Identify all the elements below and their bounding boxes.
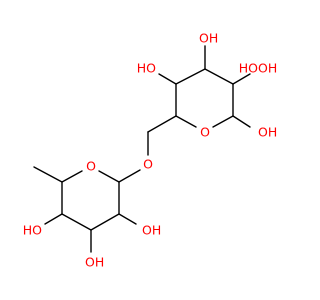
atom-labels-layer: HO OH HO OH O OH O O HO OH OH bbox=[23, 31, 278, 270]
bond-c-c bbox=[61, 213, 92, 231]
bond-c-o bbox=[212, 115, 234, 128]
bond-o-c bbox=[175, 115, 197, 128]
bond-c-oh bbox=[118, 213, 137, 225]
hydroxyl-label: HO bbox=[137, 61, 156, 76]
hydroxyl-label: OH bbox=[142, 223, 161, 238]
hydroxyl-label: OH bbox=[199, 31, 218, 46]
hydroxyl-label: HO bbox=[23, 223, 42, 238]
glycosidic-oxygen-label: O bbox=[143, 157, 153, 172]
ring-oxygen-label: O bbox=[86, 159, 96, 174]
bond-c-ch2 bbox=[147, 115, 177, 133]
bond-c-methyl bbox=[33, 166, 63, 183]
bond-c-oh bbox=[232, 73, 251, 85]
bond-c-c bbox=[175, 68, 206, 85]
bond-c-oh bbox=[44, 213, 63, 225]
hydroxyl-label: OH bbox=[258, 125, 277, 140]
hydroxyl-label: OH bbox=[258, 61, 277, 76]
bond-c-oh bbox=[158, 73, 177, 85]
bond-o-c bbox=[118, 169, 141, 183]
bond-c-o bbox=[98, 170, 120, 183]
hydroxyl-label: OH bbox=[85, 255, 104, 270]
bonds-layer bbox=[33, 45, 251, 253]
bond-c-c bbox=[204, 68, 234, 85]
bond-o-c bbox=[61, 170, 83, 183]
bond-c-oh bbox=[232, 115, 251, 128]
ring-oxygen-label: O bbox=[200, 125, 210, 140]
bond-c-c bbox=[90, 213, 120, 231]
hydroxyl-label: HO bbox=[239, 61, 258, 76]
molecule-structure-diagram: HO OH HO OH O OH O O HO OH OH bbox=[23, 31, 278, 270]
